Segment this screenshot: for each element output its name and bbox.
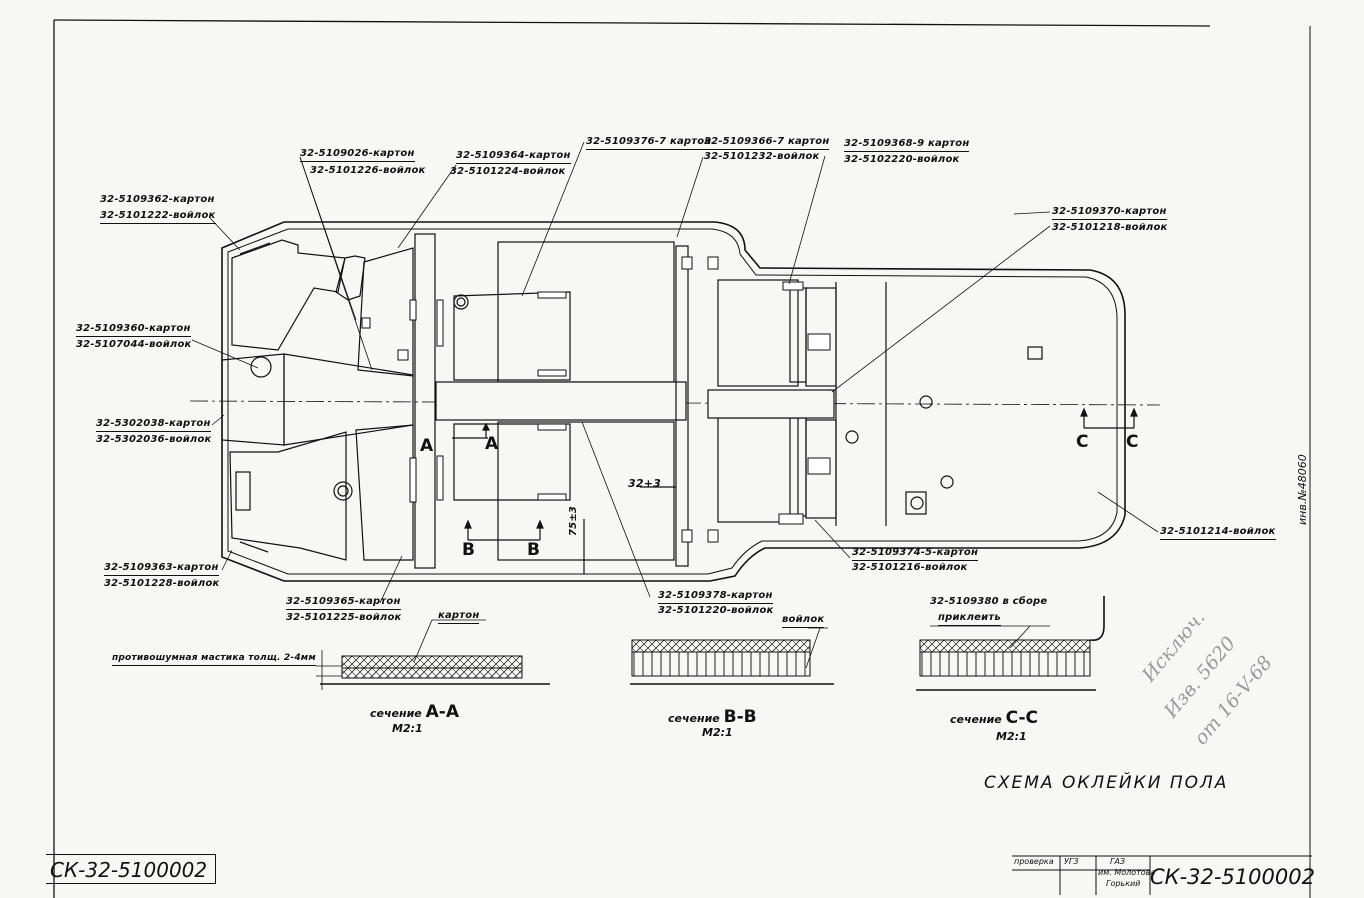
section-cc	[916, 596, 1105, 691]
callout-karton: 32-5109378-картон	[658, 590, 773, 604]
inventory-number: инв.№48060	[1296, 454, 1309, 525]
callout-karton: 32-5109370-картон	[1052, 206, 1167, 220]
section-mark-b: B	[462, 540, 475, 560]
drawing-code-left: СК-32-5100002	[46, 854, 216, 884]
drawing-title: СХЕМА ОКЛЕЙКИ ПОЛА	[984, 773, 1229, 793]
section-cc-top-label: 32-5109380 в сборе	[930, 596, 1048, 607]
section-bb-top-label: войлок	[782, 614, 825, 628]
stamp-plant: Горький	[1106, 879, 1141, 888]
callout-karton: 32-5109360-картон	[76, 323, 191, 337]
callout-voylok: 32-5101232-войлок	[704, 151, 820, 162]
callout-voylok: 32-5101224-войлок	[450, 166, 566, 177]
callout-voylok: 32-5302036-войлок	[96, 434, 212, 445]
section-mark-b: B	[527, 540, 540, 560]
callout-voylok: 32-5101225-войлок	[286, 612, 402, 623]
section-mark-c: C	[1126, 432, 1139, 452]
stamp-code: СК-32-5100002	[1150, 865, 1315, 889]
section-aa	[316, 619, 550, 690]
section-aa-top-label: картон	[438, 610, 480, 624]
callout-voylok: 32-5101220-войлок	[658, 605, 774, 616]
callout-karton: 32-5109363-картон	[104, 562, 219, 576]
callout-karton: 32-5109362-картон	[100, 194, 215, 205]
callout-karton: 32-5109366-7 картон	[704, 136, 830, 150]
callout-voylok: 32-5101226-войлок	[310, 165, 426, 176]
section-arrows	[452, 407, 1138, 574]
section-bb	[630, 627, 834, 685]
callout-karton: 32-5109374-5-картон	[852, 547, 979, 561]
callout-voylok: 32-5102220-войлок	[844, 154, 960, 165]
leader-lines	[191, 141, 1159, 604]
section-aa-title: сечение A-A	[370, 702, 459, 722]
callout-karton: 32-5109364-картон	[456, 150, 571, 164]
stamp-plant: им. Молотова	[1098, 868, 1156, 877]
middle-panels	[435, 241, 689, 567]
callout-voylok: 32-5101218-войлок	[1052, 222, 1168, 233]
callout-voylok: 32-5101222-войлок	[100, 210, 216, 224]
section-cc-scale: М2:1	[996, 730, 1027, 743]
callout-voylok: 32-5101216-войлок	[852, 562, 968, 573]
stamp-check: проверка	[1014, 857, 1054, 866]
section-cc-title: сечение C-C	[950, 708, 1039, 728]
title-block-stamp: проверка УГЗ ГАЗ им. Молотова Горький СК…	[1010, 855, 1316, 895]
stamp-plant: ГАЗ	[1110, 857, 1126, 866]
section-bb-title: сечение B-B	[668, 707, 757, 727]
floor-outline	[221, 221, 1126, 582]
section-mark-a: A	[420, 436, 434, 456]
callout-voylok: 32-5101214-войлок	[1160, 526, 1276, 540]
callout-karton: 32-5109368-9 картон	[844, 138, 970, 152]
callout-voylok: 32-5107044-войлок	[76, 339, 192, 350]
stamp-otd: УГЗ	[1064, 857, 1079, 866]
callout-voylok: 32-5101228-войлок	[104, 578, 220, 589]
callout-karton: 32-5109365-картон	[286, 596, 401, 610]
callout-karton: 32-5109026-картон	[300, 148, 415, 162]
section-bb-scale: М2:1	[702, 726, 733, 739]
brackets	[361, 256, 831, 543]
title-block	[1012, 855, 1312, 895]
section-aa-left-label: противошумная мастика толщ. 2-4мм	[112, 652, 316, 666]
dimension-label: 75±3	[568, 505, 579, 536]
section-cc-top-label: приклеить	[938, 612, 1001, 626]
callout-karton: 32-5302038-картон	[96, 418, 211, 432]
section-aa-scale: М2:1	[392, 722, 423, 735]
callout-karton: 32-5109376-7 картон	[586, 136, 712, 150]
section-mark-c: C	[1076, 432, 1089, 452]
dimension-label: 32+3	[628, 477, 661, 490]
section-mark-a: A	[485, 434, 499, 454]
rear-panels	[250, 279, 1043, 526]
